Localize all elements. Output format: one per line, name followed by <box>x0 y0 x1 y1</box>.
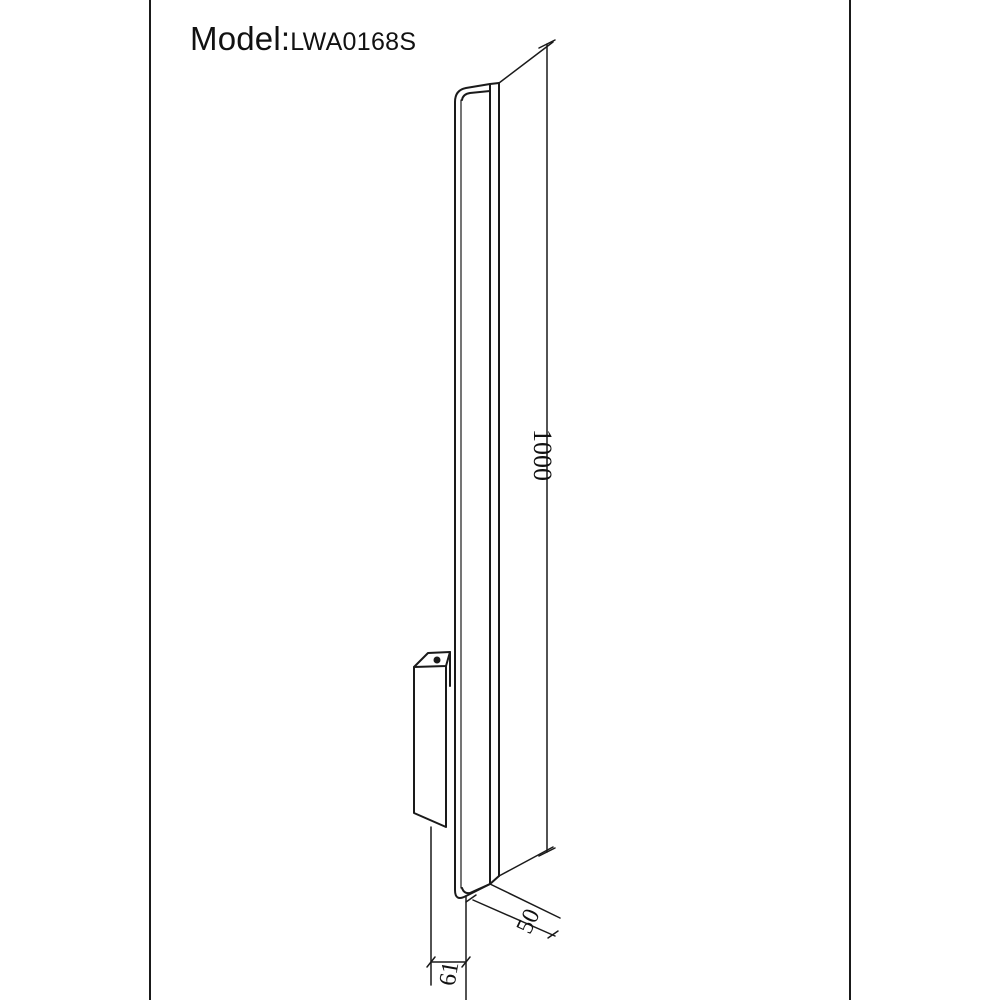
dimension-depth <box>465 883 561 1000</box>
frame-right-border <box>849 0 851 1000</box>
lamp-bar <box>454 82 500 899</box>
dimension-height-label: 1000 <box>528 429 557 481</box>
lamp-bar-front-face <box>454 83 491 899</box>
dimension-height <box>498 39 556 877</box>
dimension-base-label: 61 <box>435 960 465 988</box>
dimension-base <box>426 826 471 986</box>
lamp-bar-inner-top-bevel <box>461 90 491 101</box>
frame-left-border <box>149 0 151 1000</box>
bracket-top-face <box>413 651 451 668</box>
model-number: LWA0168S <box>290 28 417 56</box>
model-label: Model: <box>190 20 291 57</box>
wall-mount-bracket <box>413 651 451 828</box>
bracket-screw-hole <box>433 656 441 664</box>
lamp-bar-inner-bottom-bevel <box>461 883 491 895</box>
bracket-front-face <box>413 665 447 828</box>
lamp-bar-top-edge <box>489 82 500 85</box>
dimension-depth-label: 50 <box>512 905 546 938</box>
model-title: Model:LWA0168S <box>190 22 416 55</box>
lamp-bar-bottom-edge <box>489 875 500 885</box>
